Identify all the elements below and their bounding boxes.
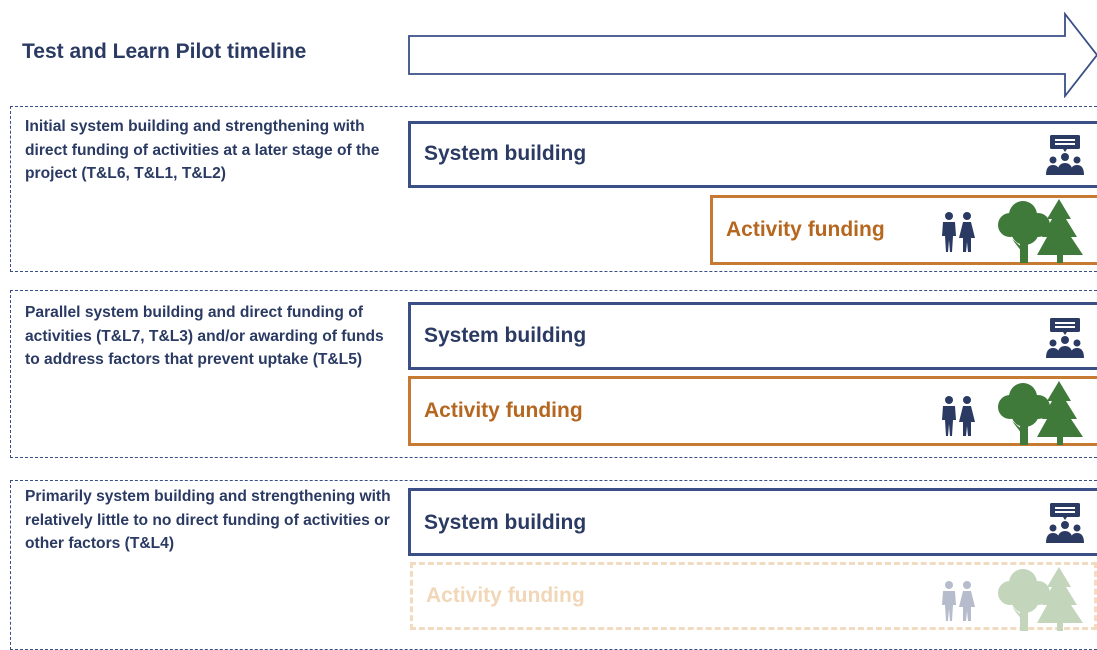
system-building-box: System building <box>408 121 1097 188</box>
timeline-title: Test and Learn Pilot timeline <box>22 40 307 63</box>
system-building-label: System building <box>424 511 587 534</box>
meeting-presentation-icon <box>1045 318 1085 358</box>
trees-icon <box>997 567 1085 631</box>
activity-funding-label: Activity funding <box>424 399 583 422</box>
section-description: Parallel system building and direct fund… <box>25 304 384 368</box>
activity-funding-label: Activity funding <box>726 218 885 241</box>
timeline-arrow-icon <box>408 12 1097 98</box>
system-building-box: System building <box>408 488 1097 556</box>
section-1: Initial system building and strengthenin… <box>10 106 1097 272</box>
people-icon <box>940 581 976 621</box>
meeting-presentation-icon <box>1045 135 1085 175</box>
people-icon <box>940 396 976 436</box>
activity-funding-box-faded: Activity funding <box>410 562 1097 630</box>
section-description: Initial system building and strengthenin… <box>25 118 380 182</box>
meeting-presentation-icon <box>1045 503 1085 543</box>
system-building-box: System building <box>408 302 1097 370</box>
section-description: Primarily system building and strengthen… <box>25 488 391 552</box>
people-icon <box>940 212 976 252</box>
activity-funding-box: Activity funding <box>710 195 1097 265</box>
activity-funding-box: Activity funding <box>408 376 1097 446</box>
system-building-label: System building <box>424 324 587 347</box>
trees-icon <box>997 199 1085 263</box>
section-2: Parallel system building and direct fund… <box>10 290 1097 458</box>
activity-funding-label: Activity funding <box>426 584 585 607</box>
system-building-label: System building <box>424 142 587 165</box>
trees-icon <box>997 381 1085 445</box>
